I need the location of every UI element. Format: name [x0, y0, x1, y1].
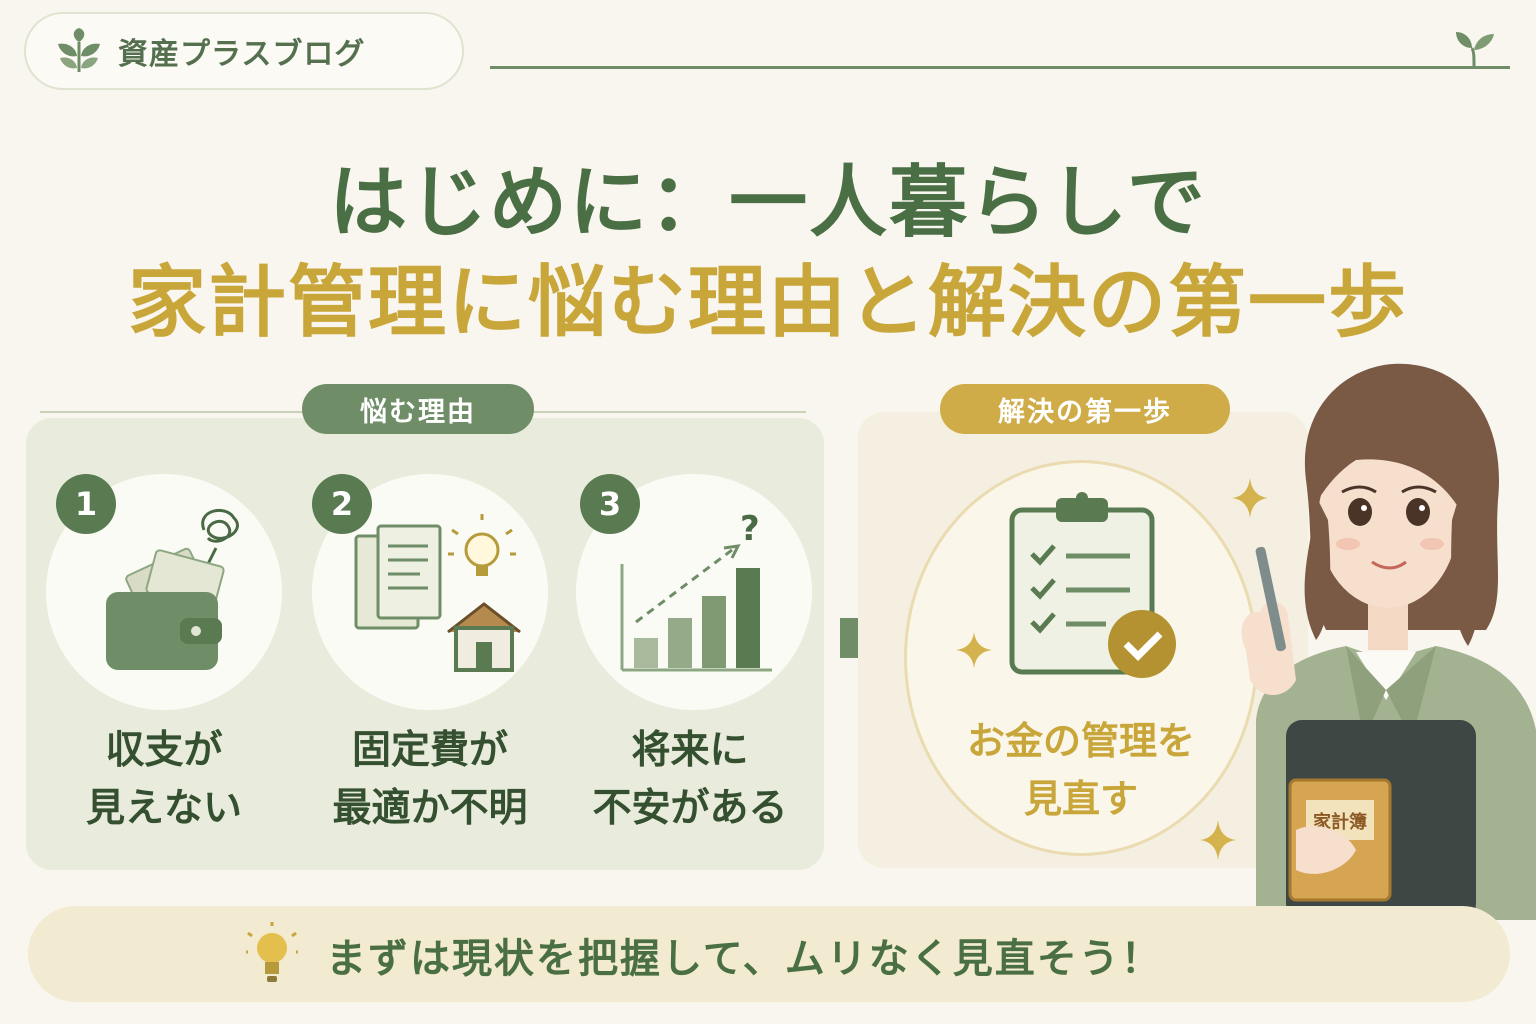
wallet-icon	[106, 508, 239, 670]
svg-text:?: ?	[740, 510, 760, 549]
page-title-line2: 家計管理に悩む理由と解決の第一歩	[127, 258, 1408, 348]
book-label: 家計簿	[1313, 811, 1367, 833]
lightbulb-icon	[246, 922, 298, 982]
sprout-icon	[1456, 32, 1494, 66]
brand-name: 資産プラスブログ	[118, 37, 366, 72]
reason-1-label: 収支が 見えない	[85, 728, 242, 831]
reason-1-badge: 1	[56, 474, 116, 534]
reason-2-label: 固定費が 最適か不明	[332, 728, 528, 831]
sparkle-icon	[1232, 478, 1268, 518]
checklist-clipboard-icon	[1009, 492, 1176, 678]
documents-house-icon	[354, 514, 521, 672]
sparkle-icon	[1200, 820, 1236, 860]
sparkle-icon	[956, 632, 992, 668]
header-divider	[490, 66, 1510, 69]
reason-3-label: 将来に 不安がある	[592, 728, 788, 831]
leaf-logo-icon	[58, 28, 100, 72]
advisor-illustration: 家計簿	[1241, 363, 1536, 920]
tip-message: まずは現状を把握して、ムリなく見直そう！	[326, 936, 1163, 982]
rising-chart-icon: ?	[620, 510, 772, 672]
solution-label: お金の管理を 見直す	[966, 719, 1195, 821]
solution-heading: 解決の第一歩	[940, 384, 1230, 434]
reason-2-badge: 2	[312, 474, 372, 534]
reason-3-badge: 3	[580, 474, 640, 534]
reasons-heading: 悩む理由	[302, 384, 534, 434]
brand-badge[interactable]: 資産プラスブログ	[24, 12, 464, 90]
page-title-line1: はじめに：一人暮らしで	[329, 158, 1207, 248]
